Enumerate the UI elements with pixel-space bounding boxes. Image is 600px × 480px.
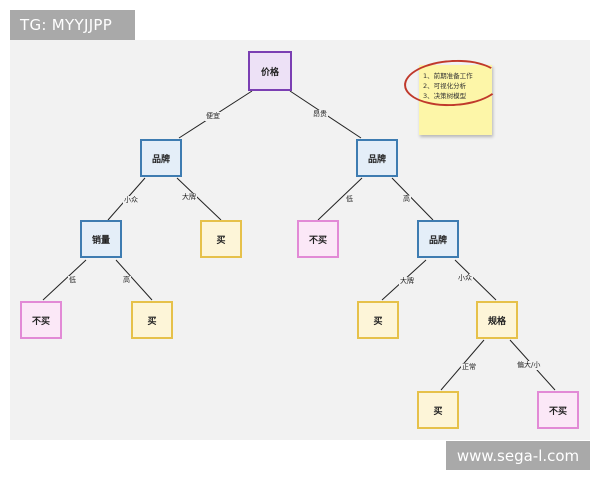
node-sales[interactable]: 销量 [80, 220, 122, 258]
edge-label-high-2: 高 [402, 195, 411, 204]
node-nobuy-3[interactable]: 不买 [537, 391, 579, 429]
edge-label-oversize: 偏大/小 [516, 361, 542, 370]
edge-label-cheap: 便宜 [205, 112, 221, 121]
sticky-note[interactable]: 1、前期准备工作 2、可视化分析 3、决策树模型 [419, 65, 492, 135]
sticky-item-2: 2、可视化分析 [423, 82, 467, 90]
node-nobuy-1[interactable]: 不买 [20, 301, 62, 339]
node-buy-2[interactable]: 买 [131, 301, 173, 339]
edge-label-niche-1: 小众 [123, 196, 139, 205]
edge-label-bigbrand-1: 大牌 [181, 193, 197, 202]
edge-label-expensive: 昂贵 [312, 110, 328, 119]
node-nobuy-2[interactable]: 不买 [297, 220, 339, 258]
node-buy-1[interactable]: 买 [200, 220, 242, 258]
edge-label-normal: 正常 [461, 363, 477, 372]
node-brand-right-sub[interactable]: 品牌 [417, 220, 459, 258]
edge-brandr-nobuy [317, 177, 363, 221]
node-buy-4[interactable]: 买 [417, 391, 459, 429]
edge-brandr-brandrr [391, 177, 434, 221]
edge-sales-buy [115, 259, 153, 301]
edge-brandrr-spec [454, 259, 497, 301]
sticky-item-3: 3、决策树模型 [423, 92, 467, 100]
edge-label-bigbrand-2: 大牌 [399, 277, 415, 286]
watermark-top-left: TG: MYYJJPP [10, 10, 135, 40]
sticky-item-1: 1、前期准备工作 [423, 72, 473, 80]
edge-label-niche-2: 小众 [457, 274, 473, 283]
edge-brandl-buy [176, 177, 222, 221]
edge-label-low-2: 低 [345, 195, 354, 204]
edge-label-low-1: 低 [68, 276, 77, 285]
node-brand-right[interactable]: 品牌 [356, 139, 398, 177]
node-spec[interactable]: 规格 [476, 301, 518, 339]
node-brand-left[interactable]: 品牌 [140, 139, 182, 177]
watermark-bottom-right: www.sega-l.com [446, 441, 590, 470]
edge-sales-nobuy [42, 259, 87, 301]
edge-label-high-1: 高 [122, 276, 131, 285]
node-buy-3[interactable]: 买 [357, 301, 399, 339]
node-price[interactable]: 价格 [248, 51, 292, 91]
